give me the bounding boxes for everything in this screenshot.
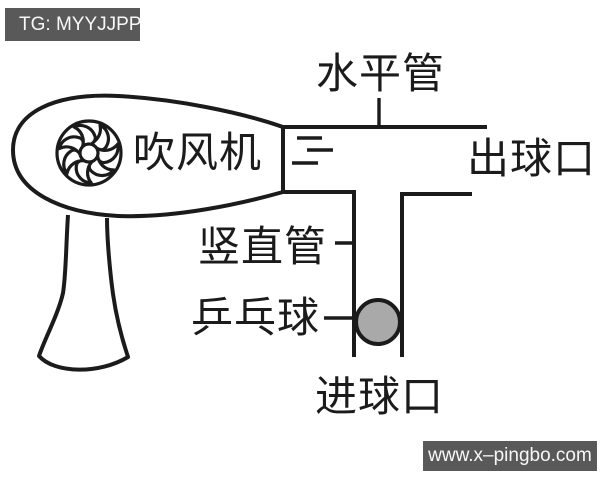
label-vertical-pipe: 竖直管	[198, 225, 328, 271]
label-horizontal-pipe: 水平管	[316, 52, 446, 98]
hair-dryer-handle	[37, 214, 130, 372]
watermark-bottom-right: www.x–pingbo.com	[423, 441, 597, 471]
fan-icon	[55, 119, 123, 187]
label-ball-entrance: 进球口	[315, 375, 445, 421]
label-ball-exit: 出球口	[467, 137, 597, 183]
watermark-top-left: TG: MYYJJPP	[5, 8, 141, 41]
airflow-icon	[292, 136, 333, 165]
ping-pong-ball	[354, 298, 402, 346]
fan-hub	[78, 142, 100, 164]
label-ping-pong-ball: 乒乓球	[191, 296, 321, 342]
pipe-elbow-right	[400, 192, 472, 357]
label-hair-dryer: 吹风机	[133, 131, 263, 177]
